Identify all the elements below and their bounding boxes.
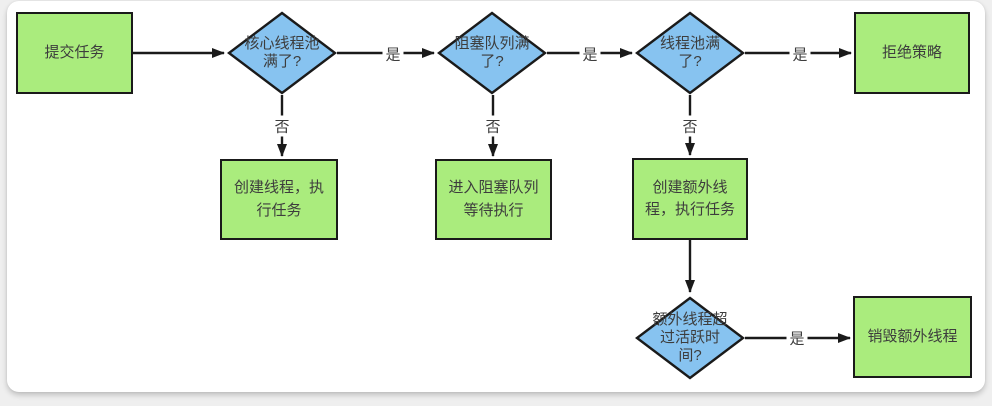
edge-label-no-core: 否 (271, 115, 293, 137)
node-keepalive-timeout-decision: 额外线程超 过活跃时 间? (635, 296, 745, 380)
diamond-shape (635, 296, 745, 380)
edge-label-yes-keepalive: 是 (786, 327, 808, 349)
node-create-extra-thread: 创建额外线 程，执行任务 (632, 158, 748, 240)
diamond-label: 额外线程超 过活跃时 间? (652, 311, 728, 364)
node-destroy-extra-thread: 销毁额外线程 (853, 296, 972, 378)
edge-label-yes-pool: 是 (789, 43, 811, 65)
edge-label-yes-queue: 是 (579, 43, 601, 65)
node-thread-pool-full-decision: 线程池满 了? (635, 11, 745, 95)
edge-label-no-pool: 否 (679, 115, 701, 137)
edge-label-no-queue: 否 (482, 115, 504, 137)
node-submit-task: 提交任务 (16, 12, 133, 94)
diamond-label: 线程池满 了? (659, 35, 720, 70)
diamond-shape (437, 11, 547, 95)
diamond-shape (227, 11, 337, 95)
node-core-pool-full-decision: 核心线程池 满了? (227, 11, 337, 95)
node-reject-policy: 拒绝策略 (854, 12, 970, 94)
node-enter-queue: 进入阻塞队列 等待执行 (435, 159, 552, 240)
edge-label-yes-core: 是 (382, 43, 404, 65)
node-create-thread: 创建线程，执 行任务 (220, 159, 338, 240)
diamond-label: 阻塞队列满 了? (454, 35, 530, 70)
node-block-queue-full-decision: 阻塞队列满 了? (437, 11, 547, 95)
diamond-shape (635, 11, 745, 95)
diamond-label: 核心线程池 满了? (244, 35, 320, 70)
